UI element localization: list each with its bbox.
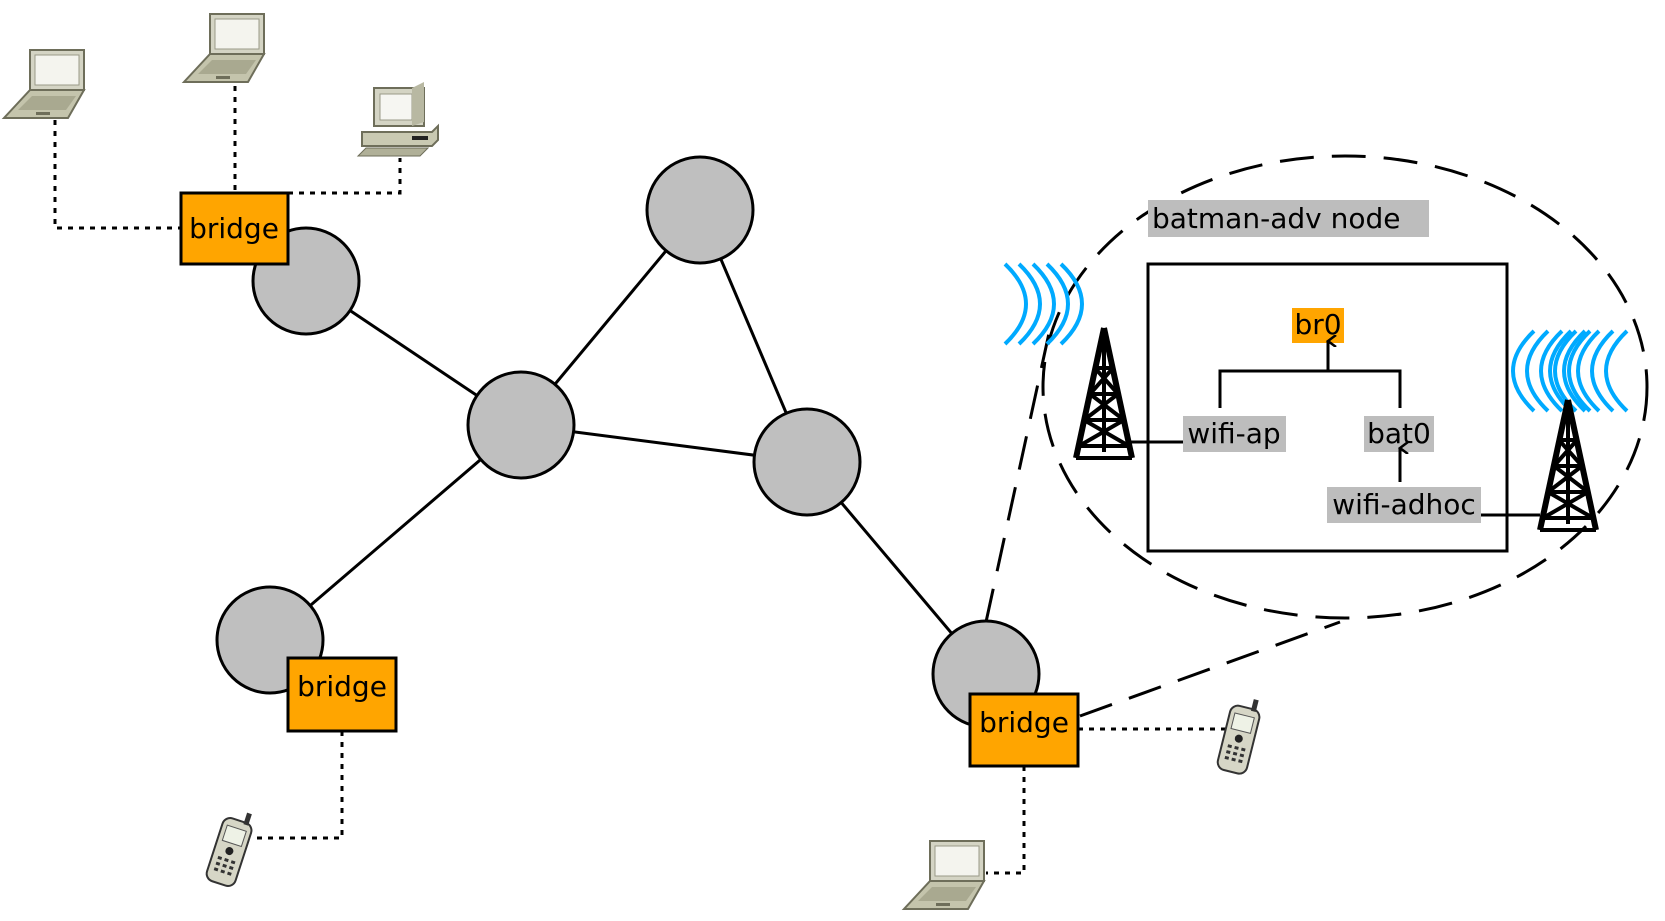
bridge-label: bridge	[189, 212, 279, 245]
mesh-nodes	[215, 155, 1041, 729]
br0-label: br0	[1294, 308, 1341, 341]
bridge-box	[179, 191, 290, 266]
bridge-label: bridge	[979, 706, 1069, 739]
device-link	[53, 120, 181, 230]
zoom-connector	[984, 323, 1053, 623]
antenna-tower-icon	[1540, 400, 1596, 530]
mesh-link	[269, 423, 522, 642]
bridge-bottom-right[interactable]: bridge	[968, 692, 1080, 768]
bridge-box	[286, 656, 398, 733]
desktop-computer-icon	[357, 81, 439, 157]
zoom-connector	[1079, 620, 1341, 718]
mobile-phone-icon	[203, 805, 258, 890]
wifi-adhoc-bg	[1327, 487, 1481, 523]
bridge-bracket	[1218, 369, 1402, 408]
wifi-signal-icon	[1003, 262, 1084, 346]
antenna-tower-icon	[1076, 328, 1132, 458]
node-box	[1146, 262, 1509, 553]
bridge-label: bridge	[297, 670, 387, 703]
zoom-callout	[984, 154, 1649, 718]
bridge-box	[968, 692, 1080, 768]
laptop-icon	[183, 13, 265, 83]
device-link	[288, 158, 402, 195]
mesh-node[interactable]	[466, 370, 576, 480]
node-title: batman-adv node	[1152, 202, 1400, 235]
wifi-adhoc-label: wifi-adhoc	[1332, 488, 1476, 521]
laptop-icon	[3, 49, 85, 119]
bridge-bottom-left[interactable]: bridge	[286, 656, 398, 733]
mesh-links	[269, 209, 988, 675]
bridge-top-left[interactable]: bridge	[179, 191, 290, 266]
device-connections	[53, 86, 1228, 875]
bat0-label: bat0	[1367, 417, 1431, 450]
mesh-node[interactable]	[752, 407, 862, 517]
wifi-ap-label: wifi-ap	[1187, 417, 1280, 450]
mesh-node[interactable]	[645, 155, 755, 265]
laptop-icon	[903, 840, 985, 910]
node-title-bg	[1148, 200, 1429, 237]
mobile-phone-icon	[1215, 693, 1265, 777]
zoom-ellipse	[1041, 154, 1649, 620]
device-link	[986, 766, 1026, 875]
batman-adv-node-detail: batman-adv node br0 wifi-ap bat0 wifi-ad…	[1003, 200, 1629, 553]
device-link	[256, 731, 344, 840]
wifi-signal-icon	[1548, 329, 1629, 413]
wifi-ap-bg	[1183, 416, 1286, 452]
